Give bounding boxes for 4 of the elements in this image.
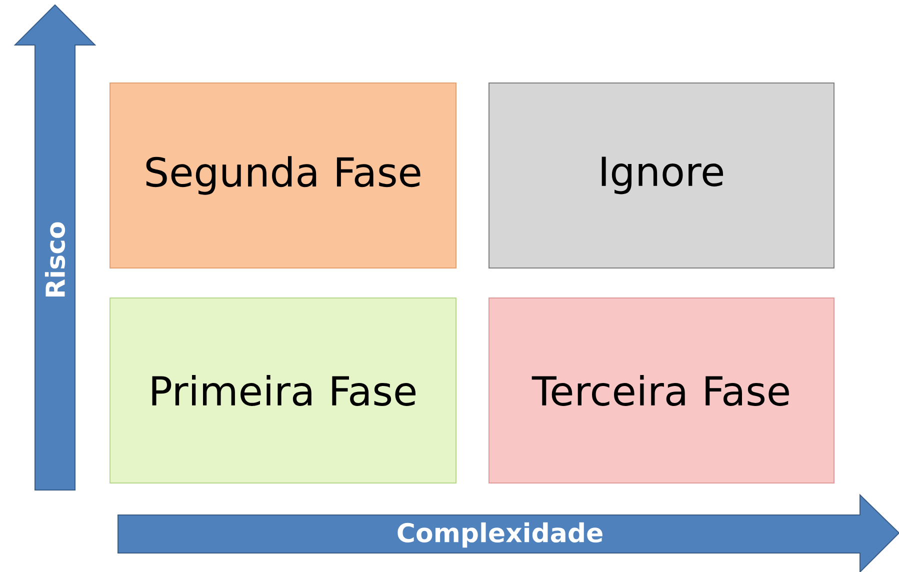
quadrant-box: Terceira Fase [488, 297, 834, 484]
quadrant-box: Primeira Fase [110, 297, 456, 484]
quadrant-box: Segunda Fase [110, 82, 456, 268]
quadrant-box: Ignore [488, 82, 834, 268]
